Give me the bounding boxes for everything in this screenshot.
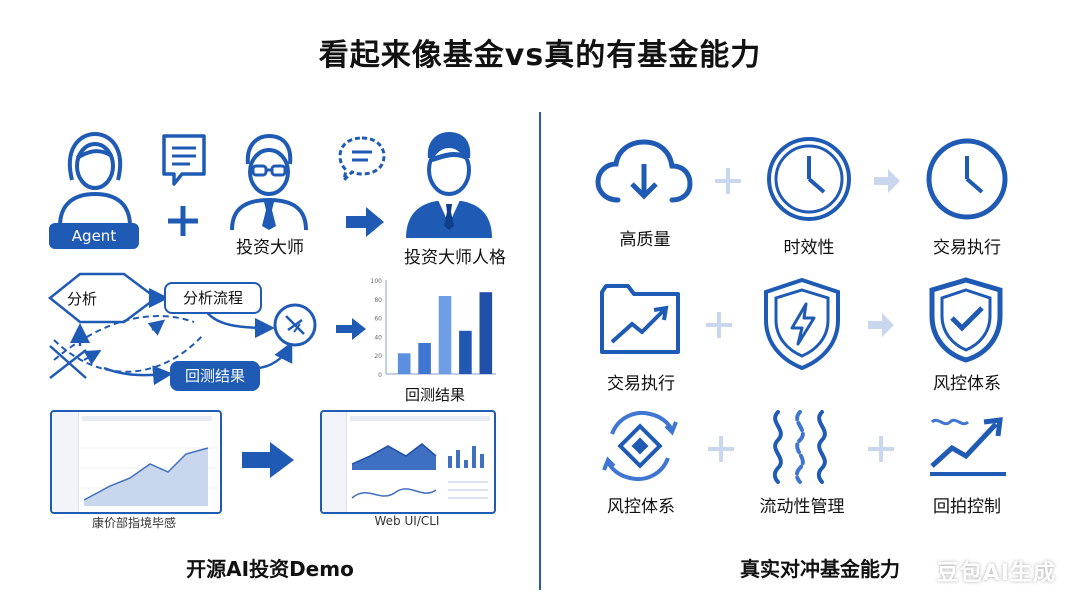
- arrow-right-light-icon-2: [868, 313, 894, 337]
- y-tick-label: 60: [374, 316, 382, 323]
- right-footer: 真实对冲基金能力: [740, 557, 900, 581]
- dashboard-right-caption: Web UI/CLI: [374, 514, 440, 528]
- trading-window-icon: [600, 284, 680, 354]
- drawdown-control-icon: [930, 417, 1006, 476]
- plus-icon-light-3: [708, 436, 734, 462]
- feature-label-r1c3: 交易执行: [933, 238, 1001, 258]
- bar: [418, 343, 431, 374]
- plus-icon-light: [715, 168, 741, 194]
- plus-icon-light-4: [868, 436, 894, 462]
- shield-check-icon: [929, 277, 1003, 363]
- y-tick-label: 80: [374, 297, 382, 304]
- y-tick-label: 0: [378, 372, 382, 379]
- backtest-result-box: 回测结果: [170, 361, 260, 391]
- document-bubble-icon: [162, 134, 206, 186]
- arrow-right-light-icon: [874, 169, 900, 193]
- investment-master-label: 投资大师: [236, 238, 304, 258]
- feature-label-r3c3: 回拍控制: [933, 497, 1001, 517]
- liquidity-waves-icon: [772, 410, 827, 484]
- dashboard-thumbnail-left: [50, 410, 222, 514]
- bar: [397, 353, 411, 374]
- cloud-download-icon: [595, 139, 693, 203]
- plus-icon-light-2: [706, 312, 732, 338]
- feature-label-r3c1: 风控体系: [607, 497, 675, 517]
- analysis-flow-connectors: [47, 272, 293, 386]
- bar: [479, 292, 493, 374]
- arrow-right-icon-3: [242, 442, 294, 478]
- investment-persona-label: 投资大师人格: [404, 248, 506, 268]
- bar: [459, 330, 472, 374]
- shield-lightning-icon: [764, 277, 840, 371]
- agent-person-icon: [58, 131, 132, 227]
- strategy-circle-icon: [273, 303, 317, 347]
- y-tick-label: 20: [374, 353, 382, 360]
- y-tick-label: 40: [374, 334, 382, 341]
- analysis-flow-box: 分析流程: [164, 282, 262, 314]
- backtest-chart-caption: 回测结果: [404, 386, 465, 404]
- risk-cycle-icon: [602, 411, 678, 481]
- clock-icon: [767, 137, 851, 221]
- watermark: 豆包AI生成: [936, 561, 1056, 586]
- feature-label-r2c3: 风控体系: [933, 374, 1001, 394]
- center-divider: [539, 112, 541, 590]
- agent-badge: Agent: [49, 223, 139, 249]
- feature-label-r1c2: 时效性: [783, 238, 835, 258]
- clock-icon-2: [926, 138, 1008, 220]
- thought-bubble-icon: [338, 136, 386, 185]
- dashboard-left-caption: 康价部指境毕感: [91, 516, 176, 530]
- arrow-right-icon-2: [336, 318, 366, 340]
- analyze-node: 分析: [66, 290, 97, 308]
- y-tick-label: 100: [371, 278, 383, 285]
- feature-label-r2c1: 交易执行: [607, 374, 675, 394]
- page-title: 看起来像基金vs真的有基金能力: [318, 38, 762, 73]
- feature-label-r3c2: 流动性管理: [759, 497, 845, 517]
- feature-label-r1c1: 高质量: [619, 230, 671, 250]
- left-footer: 开源AI投资Demo: [186, 557, 354, 581]
- investment-master-icon: [230, 133, 308, 231]
- plus-icon: [168, 206, 198, 236]
- backtest-bar-chart: 0 20 40 60 80 100: [371, 278, 496, 379]
- dashboard-thumbnail-right: [320, 410, 496, 514]
- investment-persona-icon: [406, 132, 492, 238]
- bar: [438, 296, 452, 374]
- arrow-right-icon: [346, 207, 384, 237]
